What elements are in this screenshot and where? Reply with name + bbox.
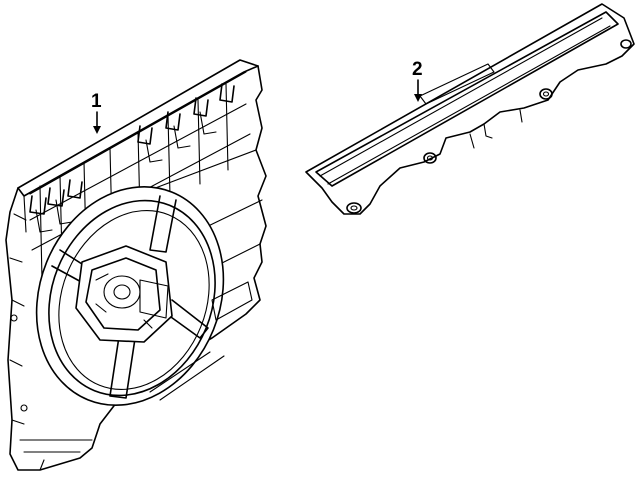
callout-1-number: 1 — [91, 91, 102, 112]
callout-1: 1 — [91, 91, 102, 134]
callout-2: 2 — [412, 59, 423, 102]
callout-1-arrow — [93, 126, 101, 134]
callout-2-arrow — [414, 94, 422, 102]
fan-shroud-part — [5, 59, 267, 471]
bracket-part — [305, 3, 635, 215]
callout-2-number: 2 — [412, 59, 423, 80]
